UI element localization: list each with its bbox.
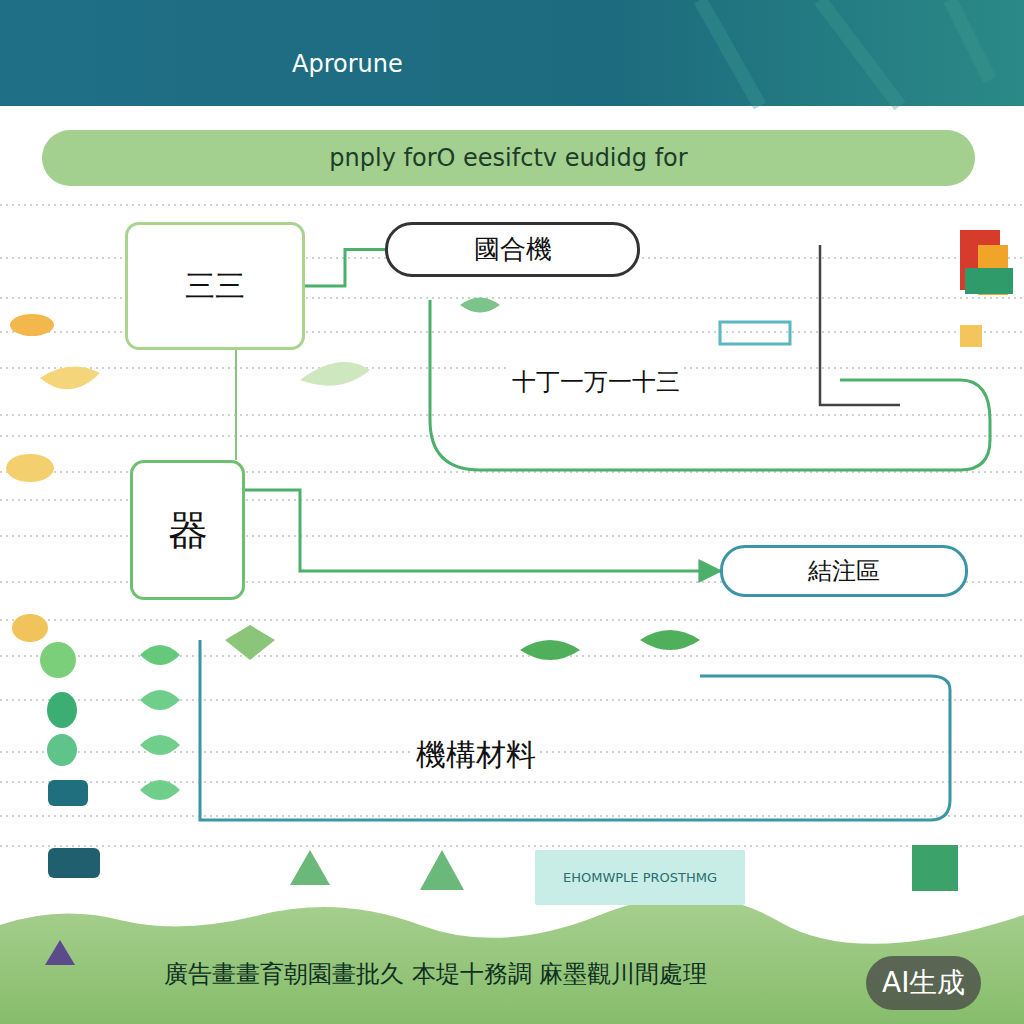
watermark: AI生成: [866, 956, 981, 1010]
dotted-rule: [0, 205, 1024, 846]
page-title: Aprorune: [292, 50, 403, 78]
node-text: pnply forO eesifctv eudidg for: [329, 144, 687, 172]
connector: [245, 490, 720, 571]
leaf-icons: [6, 298, 700, 879]
header-bar: [0, 0, 1024, 106]
process-box: EHOMWPLE PROSTHMG: [535, 850, 745, 905]
note: 機構材料: [412, 735, 540, 776]
node-text: EHOMWPLE PROSTHMG: [563, 870, 717, 885]
process-box: 國合機: [385, 222, 640, 277]
note: 十丁一万一十三: [508, 366, 684, 398]
house-icon: [720, 230, 1013, 347]
node-text: 結注區: [808, 555, 880, 587]
note: 廣告畫畫育朝園畫批久 本堤十務調 麻墨觀川間處理: [160, 958, 711, 990]
process-box: 器: [130, 460, 245, 600]
node-text: 三三: [185, 266, 245, 307]
footer-band: [0, 897, 1024, 1024]
loop-line: [430, 300, 990, 470]
connector: [305, 250, 385, 287]
process-box: 三三: [125, 222, 305, 350]
banner: pnply forO eesifctv eudidg for: [42, 130, 975, 186]
process-box: 結注區: [720, 545, 968, 597]
node-text: 器: [168, 503, 208, 558]
loop-line: [200, 640, 950, 820]
node-text: 國合機: [474, 232, 552, 267]
bracket-line: [820, 245, 900, 405]
